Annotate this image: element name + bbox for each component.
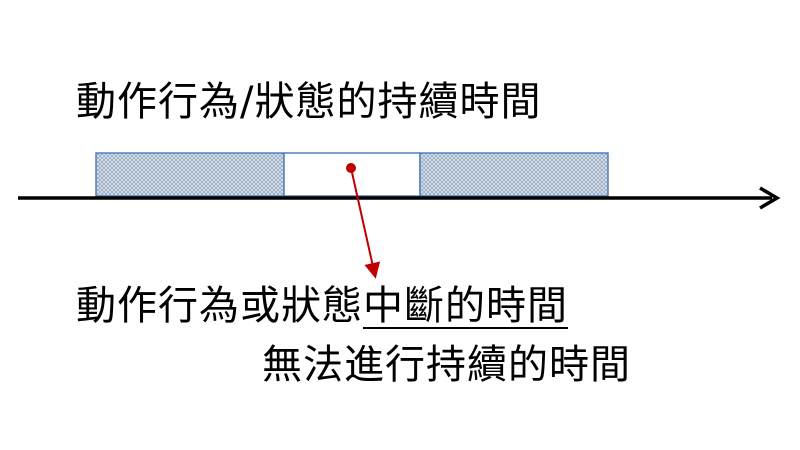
action-duration-block-2: [419, 152, 609, 197]
action-duration-block-1: [95, 152, 285, 197]
caption-line-1: 動作行為或狀態中斷的時間: [76, 286, 568, 326]
caption-line-2: 無法進行持續的時間: [262, 342, 631, 388]
pointer-arrow: [350, 167, 381, 279]
caption-emphasis-text: 中斷的時間: [363, 283, 568, 329]
duration-title: 動作行為/狀態的持續時間: [76, 79, 542, 125]
time-axis-arrowhead: [759, 186, 781, 210]
caption-plain-text: 動作行為或狀態: [76, 283, 363, 329]
